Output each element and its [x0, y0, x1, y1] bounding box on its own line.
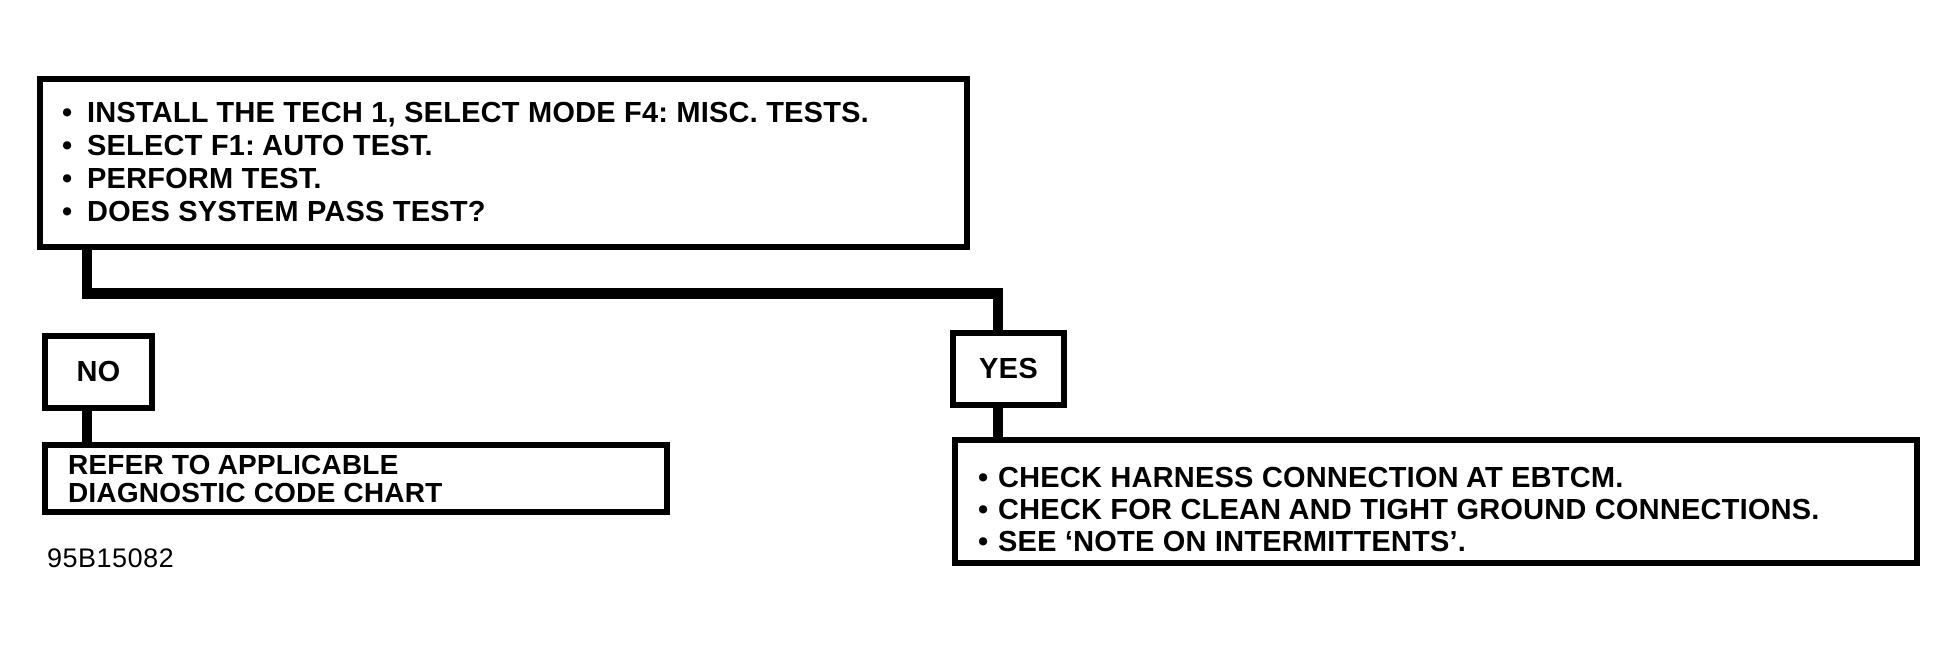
connector-branch-horizontal [82, 288, 1003, 299]
procedure-step: • DOES SYSTEM PASS TEST? [62, 196, 956, 229]
procedure-step: • PERFORM TEST. [62, 163, 956, 196]
bullet-icon: • [978, 526, 989, 558]
bullet-icon: • [978, 494, 989, 526]
procedure-step-text: PERFORM TEST. [87, 163, 322, 195]
connector-no-to-result [82, 408, 92, 446]
bullet-icon: • [62, 97, 73, 129]
test-procedure-box: • INSTALL THE TECH 1, SELECT MODE F4: MIS… [37, 76, 970, 250]
connector-yes-to-result [993, 404, 1003, 442]
yes-result-step-text: CHECK HARNESS CONNECTION AT EBTCM. [998, 462, 1624, 494]
connector-step-to-branch [82, 248, 92, 298]
procedure-step-text: INSTALL THE TECH 1, SELECT MODE F4: MISC… [87, 97, 869, 129]
no-label: NO [76, 355, 121, 388]
yes-result-step-text: SEE ‘NOTE ON INTERMITTENTS’. [998, 526, 1467, 558]
procedure-step-text: SELECT F1: AUTO TEST. [87, 130, 433, 162]
bullet-icon: • [62, 163, 73, 195]
yes-result-step: • SEE ‘NOTE ON INTERMITTENTS’. [978, 526, 1908, 558]
bullet-icon: • [62, 130, 73, 162]
figure-code: 95B15082 [47, 543, 175, 573]
connector-branch-to-yes [993, 288, 1003, 334]
procedure-step: • INSTALL THE TECH 1, SELECT MODE F4: MIS… [62, 97, 956, 130]
no-result-line: REFER TO APPLICABLE [68, 449, 399, 480]
yes-label-box: YES [950, 330, 1067, 408]
yes-result-step: • CHECK HARNESS CONNECTION AT EBTCM. [978, 462, 1908, 494]
procedure-step: • SELECT F1: AUTO TEST. [62, 130, 956, 163]
yes-result-step: • CHECK FOR CLEAN AND TIGHT GROUND CONNEC… [978, 494, 1908, 526]
yes-result-box: • CHECK HARNESS CONNECTION AT EBTCM. • CHE… [952, 437, 1920, 566]
procedure-step-text: DOES SYSTEM PASS TEST? [87, 196, 486, 228]
no-label-box: NO [42, 333, 155, 411]
bullet-icon: • [62, 196, 73, 228]
bullet-icon: • [978, 462, 989, 494]
no-result-line: DIAGNOSTIC CODE CHART [68, 477, 443, 508]
no-result-box: REFER TO APPLICABLE DIAGNOSTIC CODE CHAR… [42, 442, 670, 515]
yes-result-step-text: CHECK FOR CLEAN AND TIGHT GROUND CONNECT… [998, 494, 1820, 526]
yes-label: YES [979, 352, 1038, 385]
